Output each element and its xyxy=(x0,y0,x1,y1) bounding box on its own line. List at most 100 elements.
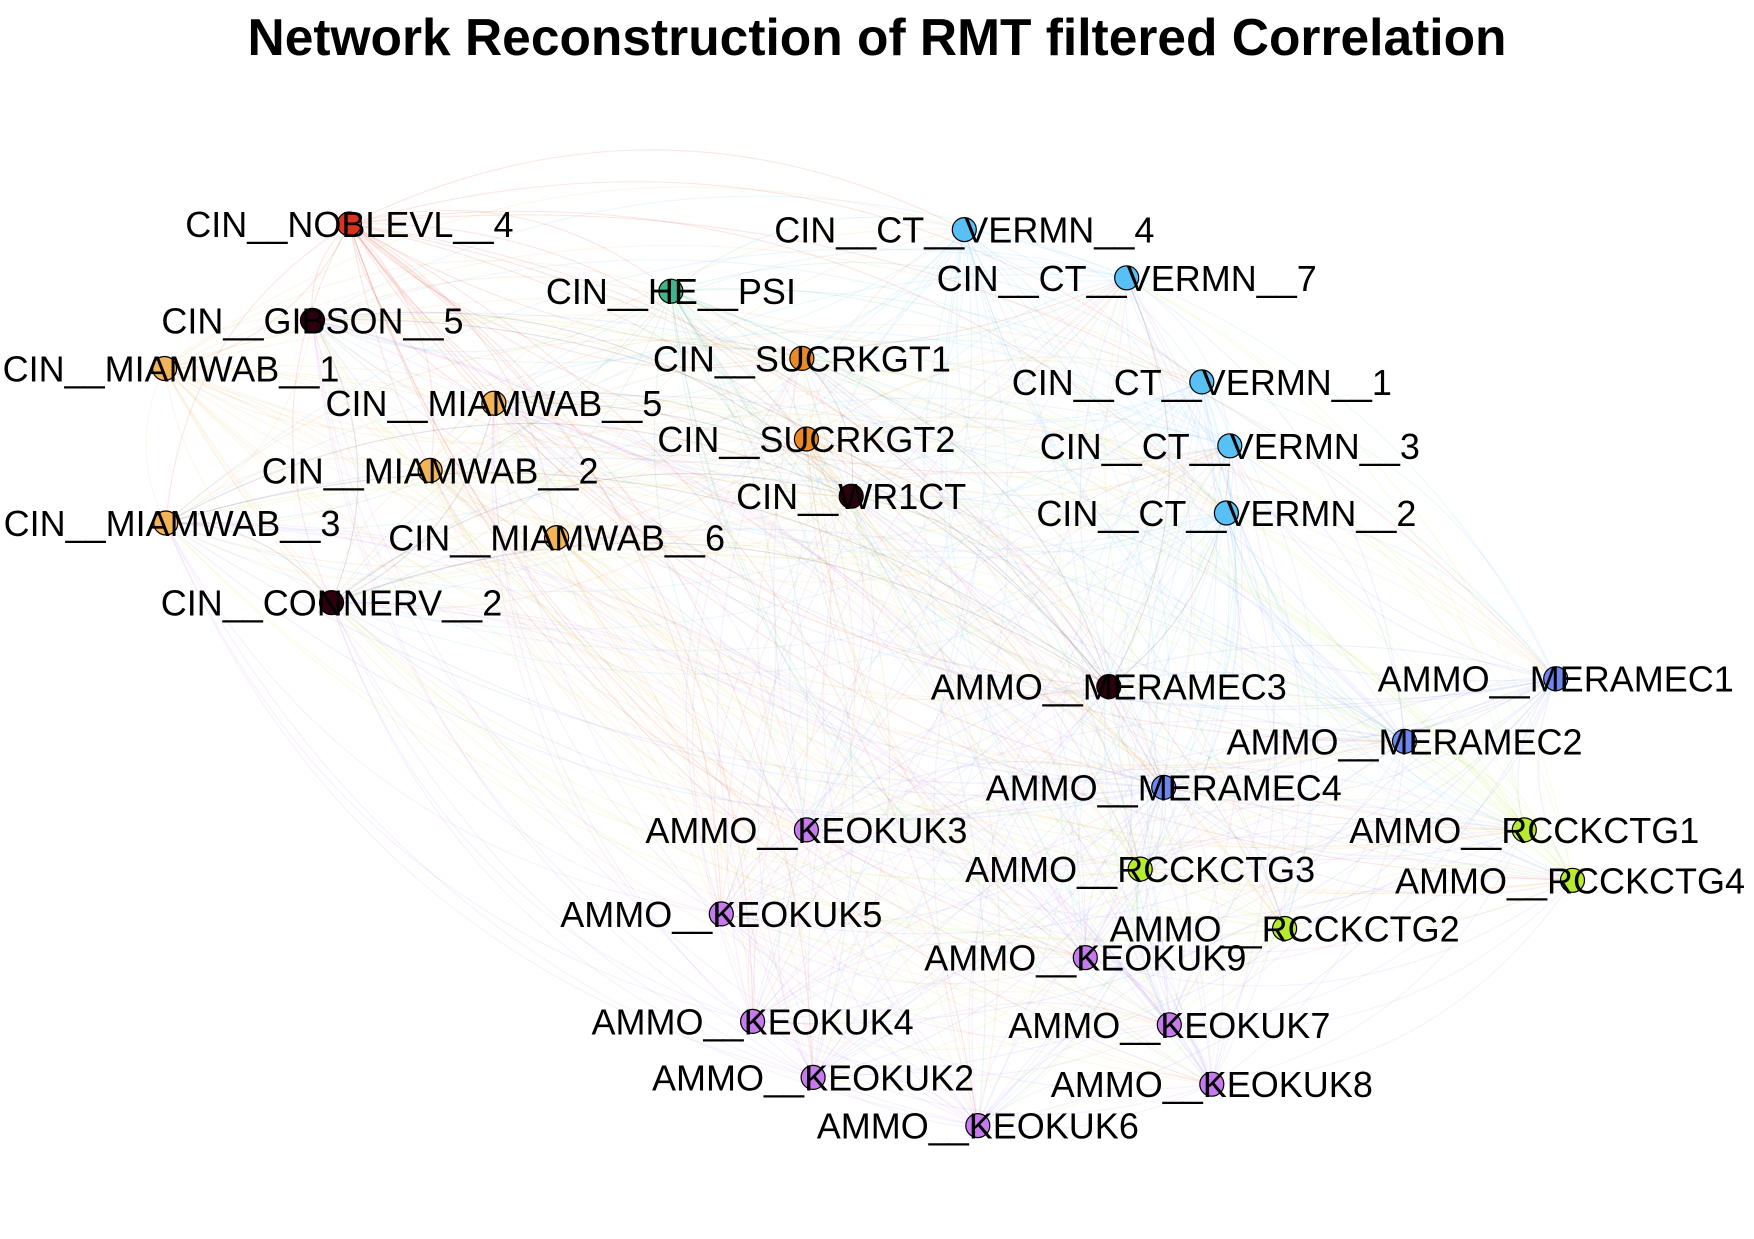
edge xyxy=(165,320,314,524)
edge xyxy=(964,229,1203,383)
edge xyxy=(805,438,891,1078)
node-circle xyxy=(481,390,507,416)
edge xyxy=(670,290,1109,688)
edge xyxy=(312,319,495,404)
edge xyxy=(1211,829,1525,1085)
edge xyxy=(556,277,1128,539)
edge xyxy=(165,522,1170,1026)
edge xyxy=(806,416,1227,514)
edge xyxy=(670,291,1170,1026)
edge xyxy=(1084,786,1165,958)
edge xyxy=(165,422,852,524)
node-circle xyxy=(1189,369,1215,395)
edge xyxy=(806,829,1573,953)
edge xyxy=(312,319,1556,708)
edge xyxy=(812,445,1231,1078)
edge xyxy=(556,445,1231,583)
edge xyxy=(312,319,1213,1085)
edge xyxy=(1225,512,1573,881)
edges-layer xyxy=(145,149,1574,1132)
edge xyxy=(556,537,1525,850)
edge xyxy=(164,314,1557,680)
edge xyxy=(492,403,722,915)
edge xyxy=(670,290,1405,742)
edge xyxy=(331,229,965,604)
edge xyxy=(964,229,1557,679)
edge xyxy=(311,320,979,1127)
edge xyxy=(670,290,1141,870)
edge xyxy=(720,719,1405,915)
edge xyxy=(164,223,350,370)
edge xyxy=(1108,671,1405,742)
edge xyxy=(806,686,1110,831)
edge xyxy=(493,402,1213,1085)
edge xyxy=(493,398,1525,831)
edge xyxy=(493,338,803,404)
edge xyxy=(349,223,1141,870)
edge xyxy=(806,277,1128,440)
edge xyxy=(429,470,1170,1026)
edge xyxy=(721,381,1203,915)
edge xyxy=(977,928,1286,1127)
edge xyxy=(944,229,1213,1085)
edge xyxy=(1126,277,1574,881)
edge xyxy=(1126,277,1276,1085)
edge xyxy=(164,368,807,831)
edge xyxy=(721,786,1165,925)
edge xyxy=(971,445,1231,1126)
edge xyxy=(1229,445,1574,881)
edge xyxy=(805,381,1203,831)
node-circle xyxy=(739,1008,766,1035)
edge xyxy=(1404,677,1556,742)
edge xyxy=(556,537,756,1022)
edge xyxy=(556,472,1557,680)
edge xyxy=(956,229,1110,687)
edge xyxy=(164,368,1109,700)
edge xyxy=(164,368,332,604)
edge xyxy=(165,438,807,568)
edge xyxy=(349,223,807,440)
edge xyxy=(752,1020,1170,1076)
edge xyxy=(801,358,1556,682)
edge xyxy=(801,357,1110,687)
edge xyxy=(556,537,1286,929)
edge xyxy=(164,368,495,430)
edge xyxy=(923,229,1086,958)
edge xyxy=(850,495,1086,958)
edge xyxy=(331,545,1525,831)
edge xyxy=(164,245,1203,383)
edge xyxy=(720,913,1086,985)
node-circle xyxy=(1543,666,1569,692)
edge xyxy=(1201,381,1573,881)
edge xyxy=(670,290,986,1126)
edge xyxy=(349,223,1230,474)
edge xyxy=(806,760,1164,831)
edge xyxy=(331,473,852,604)
edge xyxy=(752,1020,979,1126)
edge xyxy=(312,319,1203,465)
edge xyxy=(1211,879,1573,1085)
edge xyxy=(851,495,1525,831)
node-circle xyxy=(417,457,443,483)
edge xyxy=(165,457,1405,742)
edge xyxy=(801,357,1087,958)
edge xyxy=(1139,799,1525,870)
edge xyxy=(556,495,852,558)
edge xyxy=(331,532,557,604)
edge xyxy=(752,686,1109,1022)
node-label: CIN__MIAMWAB__1 xyxy=(3,349,340,390)
edge xyxy=(349,209,672,292)
edge xyxy=(964,229,1227,514)
edge xyxy=(1108,686,1165,788)
edge xyxy=(720,438,832,915)
edge xyxy=(977,787,1165,1127)
edge xyxy=(164,368,1231,544)
edge xyxy=(805,438,1086,959)
edge xyxy=(556,537,1141,870)
edge xyxy=(807,277,1128,1078)
edge xyxy=(348,223,495,404)
edge xyxy=(1132,868,1170,1026)
edge xyxy=(1229,445,1525,831)
edge xyxy=(1225,512,1313,929)
